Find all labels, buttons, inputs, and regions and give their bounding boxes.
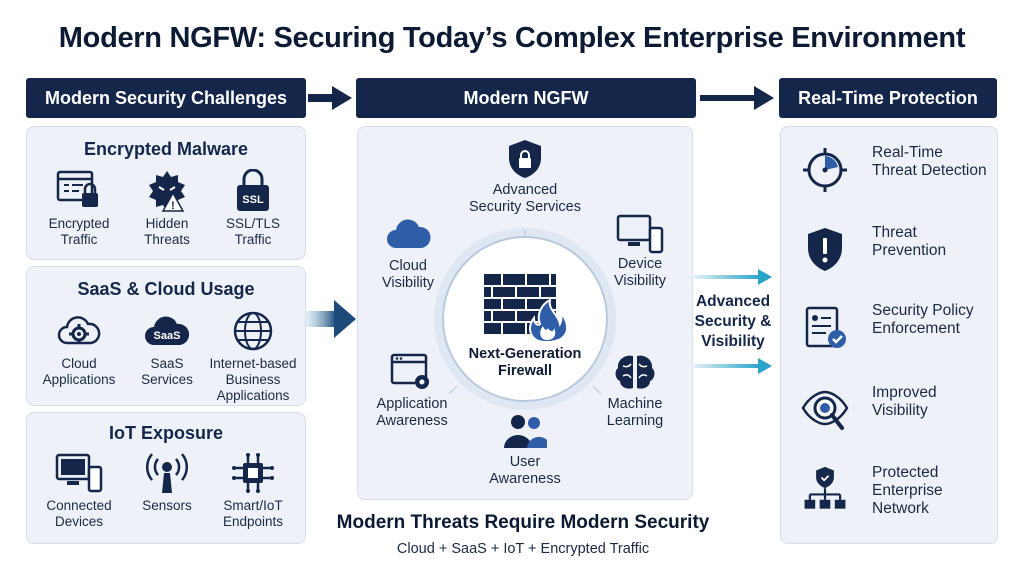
list-item: SSL SSL/TLS Traffic [205, 169, 301, 248]
challenge-card-iot: IoT Exposure Connected Devices Sensors [26, 412, 306, 544]
shield-alert-icon [808, 228, 842, 271]
feature-security-services: Advanced Security Services [460, 138, 590, 216]
shield-lock-icon [509, 140, 541, 178]
card-title: Encrypted Malware [83, 139, 249, 159]
flow-arrow-right-icon [308, 86, 352, 110]
footer-subtitle: Cloud + SaaS + IoT + Encrypted Traffic [396, 541, 650, 557]
svg-text:!: ! [171, 200, 175, 212]
devices-icon [55, 453, 103, 493]
flow-arrow-right-icon [694, 358, 772, 374]
core-label: Next-Generation Firewall [468, 346, 582, 379]
card-title: IoT Exposure [108, 423, 224, 443]
flow-arrow-right-icon [694, 269, 772, 285]
eye-magnifier-icon [801, 390, 849, 430]
feature-cloud-visibility: Cloud Visibility [343, 214, 473, 292]
footer-tagline: Modern Threats Require Modern Security [336, 512, 710, 533]
globe-icon [233, 311, 273, 351]
list-item: Sensors [119, 451, 215, 514]
challenge-card-saas: SaaS & Cloud Usage Cloud Applications Sa… [26, 266, 306, 406]
devices-icon [616, 214, 664, 254]
target-clock-icon [803, 148, 847, 192]
list-item: SaaS SaaS Services [119, 309, 215, 388]
feature-user-awareness: User Awareness [460, 410, 590, 488]
challenge-card-encrypted: Encrypted Malware Encrypted Traffic ! Hi… [26, 126, 306, 260]
brain-icon [615, 355, 655, 389]
list-item: Threat Prevention [800, 220, 1000, 280]
middle-label: Advanced Security & Visibility [694, 293, 772, 350]
svg-text:SSL: SSL [242, 194, 264, 206]
users-icon [504, 415, 547, 448]
cloud-gear-icon [57, 316, 101, 345]
hidden-threat-icon: ! [149, 171, 185, 212]
network-shield-icon [804, 466, 846, 509]
svg-text:SaaS: SaaS [154, 330, 181, 342]
policy-document-icon [805, 306, 846, 348]
header-ngfw: Modern NGFW [356, 78, 696, 118]
saas-cloud-icon: SaaS [145, 316, 190, 345]
flow-arrow-right-icon [306, 300, 356, 338]
browser-lock-icon [56, 170, 98, 207]
list-item: Internet-based Business Applications [205, 309, 301, 404]
card-title: SaaS & Cloud Usage [77, 279, 255, 299]
header-protection: Real-Time Protection [779, 78, 997, 118]
feature-application-awareness: Application Awareness [347, 352, 477, 430]
page-title: Modern NGFW: Securing Today’s Complex En… [58, 22, 966, 54]
chip-icon [232, 453, 274, 493]
flow-arrow-right-icon [700, 86, 774, 110]
ngfw-core: Next-Generation Firewall [442, 236, 608, 402]
list-item: Encrypted Traffic [31, 169, 127, 248]
list-item: Cloud Applications [31, 309, 127, 388]
header-challenges: Modern Security Challenges [26, 78, 306, 118]
list-item: ! Hidden Threats [119, 169, 215, 248]
list-item: Security Policy Enforcement [800, 298, 1000, 358]
cloud-icon [387, 219, 431, 248]
list-item: Connected Devices [31, 451, 127, 530]
feature-machine-learning: Machine Learning [570, 352, 700, 430]
list-item: Smart/IoT Endpoints [205, 451, 301, 530]
sensor-icon [145, 453, 189, 493]
list-item: Improved Visibility [800, 380, 1000, 440]
feature-device-visibility: Device Visibility [575, 212, 705, 290]
firewall-icon [484, 274, 568, 344]
list-item: Protected Enterprise Network [800, 460, 1000, 520]
app-gear-icon [390, 353, 429, 389]
ssl-lock-icon: SSL [237, 169, 269, 211]
list-item: Real-Time Threat Detection [800, 140, 1000, 200]
